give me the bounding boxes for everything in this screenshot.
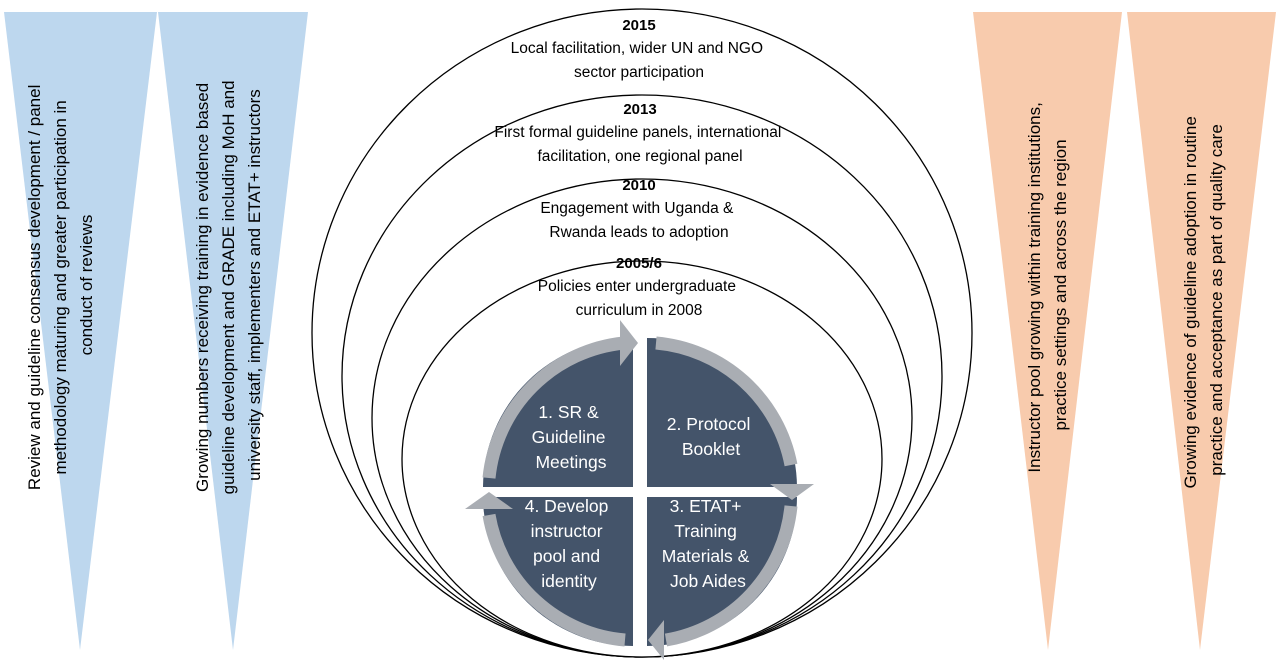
stage-desc-line: Local facilitation, wider UN and NGO (511, 40, 763, 57)
cycle-label-line: Job Aides (670, 571, 746, 591)
cycle-label-line: Meetings (535, 452, 606, 472)
cycle-diagram: 1. SR & Guideline Meetings 2. Protocol B… (465, 320, 814, 660)
triangle-right-2-line: Growing evidence of guideline adoption i… (1181, 116, 1200, 488)
cycle-arrow-3 (664, 505, 798, 647)
triangle-left-1-line: methodology maturing and greater partici… (51, 100, 70, 474)
stage-desc-line: Rwanda leads to adoption (549, 224, 728, 241)
cycle-quadrant-1 (483, 338, 633, 487)
cycle-arrow-1 (482, 336, 625, 479)
cycle-label-line: Guideline (532, 427, 606, 447)
triangle-left-1-line: Review and guideline consensus developme… (25, 85, 44, 490)
stage-desc-2010: Engagement with Uganda & Rwanda leads to… (540, 200, 737, 241)
stage-desc-line: Engagement with Uganda & (540, 200, 734, 217)
cycle-quadrant-3 (647, 497, 797, 646)
stage-year-2013: 2013 (623, 101, 656, 118)
cycle-quadrant-4 (483, 497, 633, 646)
cycle-label-line: Booklet (682, 439, 741, 459)
cycle-label-line: 3. ETAT+ (670, 496, 742, 516)
cycle-label-2: 2. Protocol Booklet (667, 414, 756, 459)
stage-year-2010: 2010 (622, 177, 655, 194)
triangle-right-2-line: practice and acceptance as part of quali… (1207, 124, 1226, 476)
triangle-left-1-text: Review and guideline consensus developme… (25, 80, 96, 490)
cycle-arrow-2 (655, 336, 798, 467)
stage-desc-line: Policies enter undergraduate (538, 278, 736, 295)
triangle-left-2-line: guideline development and GRADE includin… (219, 80, 238, 494)
cycle-label-line: Training (674, 521, 737, 541)
cycle-quadrant-2 (647, 338, 797, 487)
triangle-left-1-line: conduct of reviews (77, 215, 96, 356)
triangle-right-1 (973, 12, 1122, 650)
cycle-label-line: Materials & (662, 546, 750, 566)
cycle-arrow-4 (482, 513, 626, 647)
triangle-left-2-line: university staff, implementers and ETAT+… (245, 89, 264, 481)
cycle-label-line: identity (541, 571, 597, 591)
stage-desc-line: sector participation (574, 64, 704, 81)
triangle-left-2 (158, 12, 308, 650)
stage-desc-line: curriculum in 2008 (576, 302, 703, 319)
cycle-label-4: 4. Develop instructor pool and identity (525, 496, 614, 591)
stage-desc-line: First formal guideline panels, internati… (494, 124, 781, 141)
triangle-right-2-text: Growing evidence of guideline adoption i… (1181, 111, 1226, 488)
triangle-right-1-line: practice settings and across the region (1051, 139, 1070, 430)
cycle-label-3: 3. ETAT+ Training Materials & Job Aides (662, 496, 754, 591)
cycle-arrowhead-3 (648, 620, 664, 660)
triangle-left-2-text: Growing numbers receiving training in ev… (193, 76, 264, 495)
cycle-label-line: pool and (533, 546, 600, 566)
stage-desc-line: facilitation, one regional panel (537, 148, 742, 165)
cycle-label-line: 1. SR & (538, 402, 599, 422)
triangle-left-1 (4, 12, 157, 650)
stage-ellipse-2005-6 (401, 260, 883, 658)
cycle-label-line: 4. Develop (525, 496, 609, 516)
cycle-label-1: 1. SR & Guideline Meetings (532, 402, 611, 472)
cycle-label-line: 2. Protocol (667, 414, 751, 434)
triangle-right-1-text: Instructor pool growing within training … (1025, 97, 1070, 472)
stage-year-2015: 2015 (622, 17, 655, 34)
triangle-right-1-line: Instructor pool growing within training … (1025, 102, 1044, 472)
cycle-arrowhead-1 (620, 320, 638, 366)
cycle-arrowhead-2 (770, 484, 814, 500)
triangle-left-2-line: Growing numbers receiving training in ev… (193, 83, 212, 492)
cycle-arrowhead-4 (465, 492, 513, 509)
stage-desc-2005-6: Policies enter undergraduate curriculum … (538, 278, 741, 319)
triangle-right-2 (1127, 12, 1276, 650)
stage-year-2005-6: 2005/6 (616, 255, 662, 272)
cycle-label-line: instructor (531, 521, 603, 541)
stage-desc-2013: First formal guideline panels, internati… (494, 124, 785, 165)
stage-desc-2015: Local facilitation, wider UN and NGO sec… (511, 40, 768, 81)
